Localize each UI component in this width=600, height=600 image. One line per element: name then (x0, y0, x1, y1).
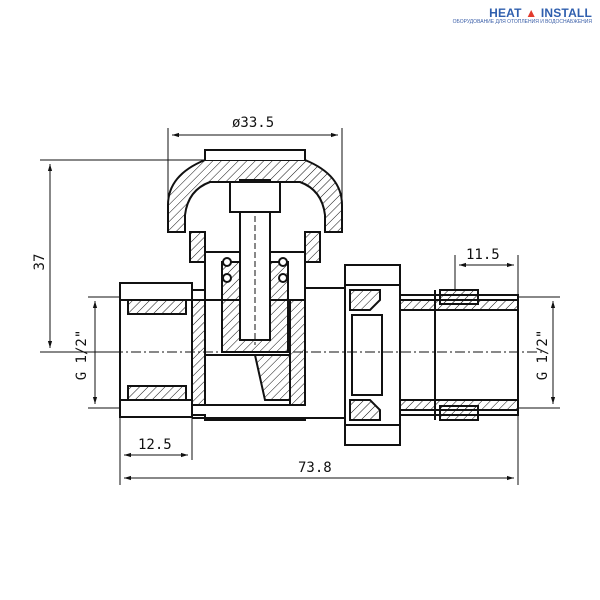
brand-name-heat: HEAT (489, 6, 522, 20)
brand-name: HEAT ▲ INSTALL (453, 6, 592, 20)
valve-stem (204, 179, 306, 353)
protective-cap (167, 149, 343, 263)
dim-right-top: 11.5 (466, 247, 500, 263)
union-nut (344, 264, 401, 446)
dim-bottom-left: 12.5 (138, 437, 172, 453)
inlet-nut (119, 282, 193, 418)
flame-icon: ▲ (525, 6, 538, 20)
brand-name-install: INSTALL (540, 6, 592, 20)
dim-right-thread: G 1/2" (535, 330, 551, 381)
brand-tagline: ОБОРУДОВАНИЕ ДЛЯ ОТОПЛЕНИЯ И ВОДОСНАБЖЕН… (452, 19, 592, 25)
dim-left-height: 37 (32, 254, 48, 271)
dim-top-diameter: ø33.5 (232, 115, 274, 131)
tailpiece (399, 289, 519, 421)
dimension-lines (40, 128, 560, 485)
brand-logo: HEAT ▲ INSTALL ОБОРУДОВАНИЕ ДЛЯ ОТОПЛЕНИ… (453, 6, 592, 25)
dim-left-thread: G 1/2" (74, 330, 90, 381)
dim-overall-length: 73.8 (298, 460, 332, 476)
